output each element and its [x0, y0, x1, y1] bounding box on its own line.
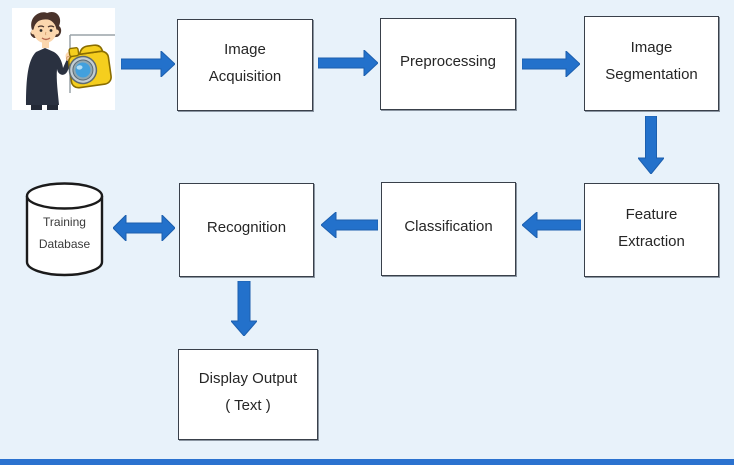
arrow-preprocessing-to-segmentation	[522, 51, 580, 77]
arrow-feature-to-classification	[522, 212, 581, 238]
node-label: Training Database	[38, 214, 91, 251]
node-classification: Classification	[381, 182, 516, 276]
node-image-acquisition: Image Acquisition	[177, 19, 313, 111]
footer-bar	[0, 459, 734, 465]
arrow-recognition-to-display	[231, 281, 257, 336]
node-label: Classification	[404, 218, 493, 235]
arrow-database-recognition-bidirectional	[113, 215, 175, 241]
node-feature-extraction: Feature Extraction	[584, 183, 719, 277]
node-training-database: Training Database	[25, 181, 104, 277]
node-display-output: Display Output ( Text )	[178, 349, 318, 440]
node-label: Recognition	[206, 219, 287, 236]
arrow-acquisition-to-preprocessing	[318, 50, 378, 76]
node-recognition: Recognition	[179, 183, 314, 277]
person-with-camera-illustration	[12, 8, 115, 110]
node-label: Image Segmentation	[605, 39, 698, 83]
arrow-classification-to-recognition	[321, 212, 378, 238]
node-label: Image Acquisition	[208, 40, 282, 85]
node-label: Preprocessing	[400, 53, 496, 70]
node-preprocessing: Preprocessing	[380, 18, 516, 110]
node-label: Display Output ( Text )	[198, 370, 298, 414]
node-label: Feature Extraction	[618, 205, 685, 250]
camera-icon	[67, 44, 112, 89]
database-cylinder-icon	[25, 182, 104, 277]
arrow-segmentation-to-feature	[638, 116, 664, 174]
node-image-segmentation: Image Segmentation	[584, 16, 719, 111]
arrow-source-to-acquisition	[121, 51, 175, 77]
